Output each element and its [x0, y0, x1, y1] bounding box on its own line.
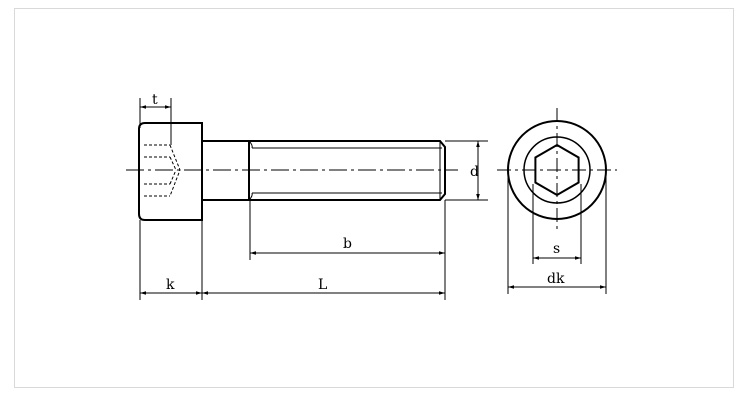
end-view-dimensions	[507, 172, 607, 294]
side-view-dimensions	[139, 98, 488, 300]
screw-head	[138, 122, 203, 221]
screw-side-view	[126, 122, 458, 221]
label-b: b	[343, 236, 352, 252]
label-s: s	[553, 241, 560, 257]
label-dk: dk	[547, 271, 565, 287]
drawing-frame	[14, 8, 734, 388]
label-d: d	[470, 164, 479, 180]
label-t: t	[152, 92, 158, 108]
screw-end-view	[497, 108, 617, 232]
label-L: L	[318, 277, 327, 293]
label-k: k	[166, 277, 175, 293]
